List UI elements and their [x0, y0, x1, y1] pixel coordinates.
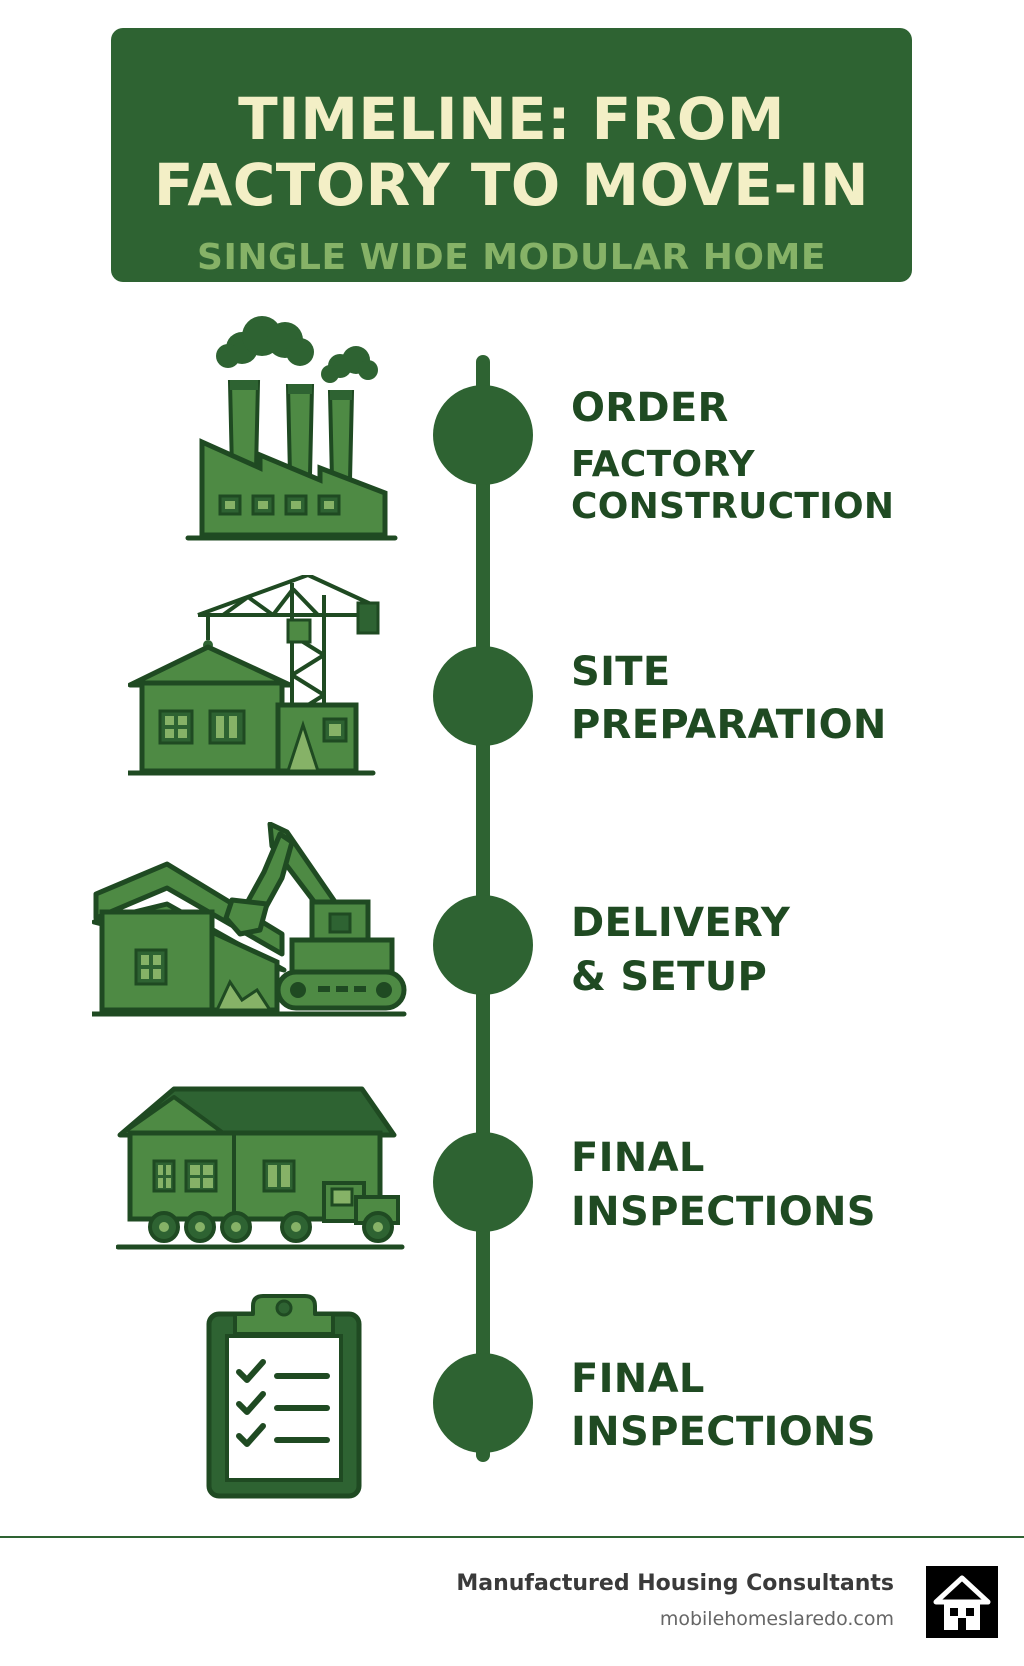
- title-line-2: FACTORY TO MOVE-IN: [153, 151, 870, 219]
- step-5-label-line-1: FINAL: [571, 1356, 705, 1402]
- footer-url: mobilehomeslaredo.com: [659, 1608, 894, 1630]
- step-3-label-line-1: DELIVERY: [571, 900, 791, 946]
- house-truck-icon: [116, 1086, 405, 1250]
- step-1-label: ORDER: [571, 385, 729, 431]
- timeline-node-3: [433, 895, 533, 995]
- footer-company: Manufactured Housing Consultants: [456, 1571, 894, 1596]
- step-1-sublabel-line-2: CONSTRUCTION: [571, 486, 895, 527]
- construction-crane-icon: [128, 575, 380, 776]
- title-banner: TIMELINE: FROM FACTORY TO MOVE-IN SINGLE…: [111, 28, 912, 282]
- step-2-label-line-1: SITE: [571, 649, 671, 695]
- excavator-icon: [92, 822, 407, 1017]
- title-line-1: TIMELINE: FROM: [238, 85, 785, 153]
- timeline-node-5: [433, 1353, 533, 1453]
- step-4-label-line-2: INSPECTIONS: [571, 1189, 876, 1235]
- footer-divider: [0, 1536, 1024, 1538]
- step-2-label-line-2: PREPARATION: [571, 702, 887, 748]
- factory-icon: [185, 316, 398, 541]
- step-5-label-line-2: INSPECTIONS: [571, 1409, 876, 1455]
- step-4-label-line-1: FINAL: [571, 1135, 705, 1181]
- subtitle: SINGLE WIDE MODULAR HOME: [197, 237, 826, 278]
- house-logo-icon: [926, 1566, 998, 1638]
- step-3-label-line-2: & SETUP: [571, 954, 768, 1000]
- timeline-node-2: [433, 646, 533, 746]
- timeline-node-1: [433, 385, 533, 485]
- step-1-sublabel-line-1: FACTORY: [571, 444, 755, 485]
- timeline-node-4: [433, 1132, 533, 1232]
- clipboard-checklist-icon: [206, 1294, 362, 1499]
